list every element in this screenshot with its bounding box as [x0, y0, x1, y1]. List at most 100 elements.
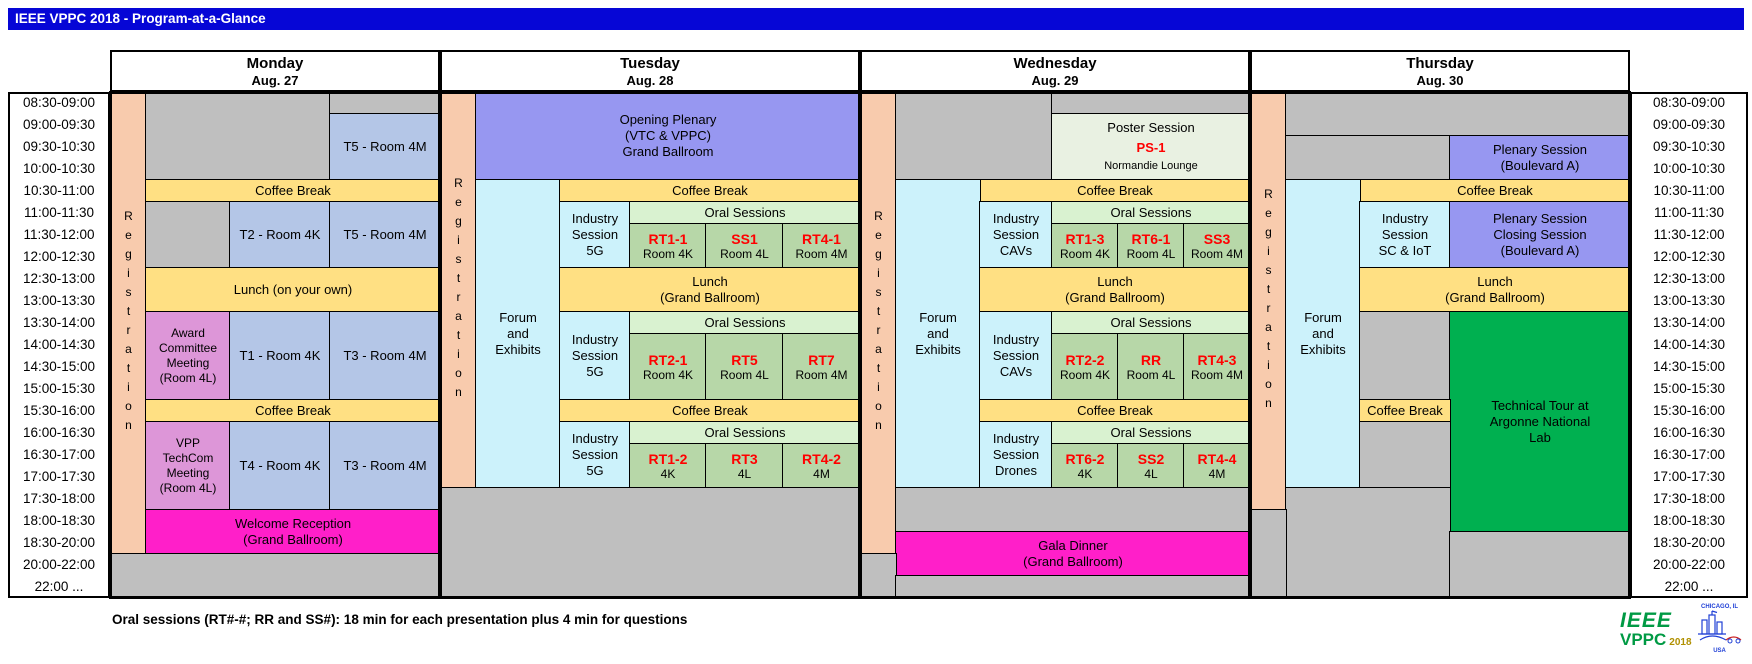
session-code: SS2: [1137, 450, 1165, 467]
empty-slot: [1285, 135, 1451, 181]
time-slot: 14:00-14:30: [1652, 337, 1726, 352]
time-slot: 17:00-17:30: [22, 469, 96, 484]
thursday-technical-tour: Technical Tour at Argonne National Lab: [1449, 311, 1631, 533]
monday-registration: Registration: [109, 91, 147, 555]
empty-slot: [145, 201, 231, 269]
session-room: Room 4L: [1126, 367, 1176, 382]
monday-tutorial-t5-am: T5 - Room 4M: [329, 113, 441, 181]
time-slot: 08:30-09:00: [22, 95, 96, 110]
wednesday-lunch: Lunch (Grand Ballroom): [979, 267, 1251, 313]
time-slot: 14:30-15:00: [1652, 359, 1726, 374]
tuesday-industry-session-am: Industry Session 5G: [559, 201, 631, 269]
time-slot: 13:00-13:30: [1652, 293, 1726, 308]
time-slot: 13:30-14:00: [22, 315, 96, 330]
time-slot: 18:00-18:30: [22, 513, 96, 528]
session-room: 4K: [1077, 466, 1093, 481]
session-rt6-2: RT6-2 4K: [1051, 443, 1119, 489]
session-room: Room 4K: [642, 367, 694, 382]
poster-room: Normandie Lounge: [1104, 160, 1198, 173]
day-header-tuesday: Tuesday Aug. 28: [440, 50, 860, 92]
wednesday-gala-dinner: Gala Dinner (Grand Ballroom): [895, 531, 1251, 577]
session-room: Room 4M: [1190, 246, 1243, 261]
day-date: Aug. 29: [1031, 72, 1079, 88]
time-slot: 15:30-16:00: [1652, 403, 1726, 418]
session-code: RT6-2: [1065, 450, 1105, 467]
empty-slot: [109, 553, 441, 599]
session-rt4-3: RT4-3 Room 4M: [1183, 333, 1251, 401]
day-date: Aug. 27: [251, 72, 299, 88]
session-room: 4M: [1208, 466, 1226, 481]
session-rt2-1: RT2-1 Room 4K: [629, 333, 707, 401]
session-code: RT4-4: [1197, 450, 1237, 467]
session-rt1-3: RT1-3 Room 4K: [1051, 223, 1119, 269]
session-rr: RR Room 4L: [1117, 333, 1185, 401]
session-rt4-1: RT4-1 Room 4M: [782, 223, 861, 269]
poster-title: Poster Session: [1107, 119, 1195, 135]
session-code: RT1-1: [648, 230, 688, 247]
monday-tutorial-t3-eve: T3 - Room 4M: [329, 421, 441, 511]
monday-welcome-reception: Welcome Reception (Grand Ballroom): [145, 509, 441, 555]
day-name: Wednesday: [1013, 54, 1097, 72]
monday-tutorial-t5-noon: T5 - Room 4M: [329, 201, 441, 269]
time-slot: 14:00-14:30: [22, 337, 96, 352]
time-slot: 11:00-11:30: [1653, 205, 1725, 220]
tuesday-lunch: Lunch (Grand Ballroom): [559, 267, 861, 313]
session-rt1-2: RT1-2 4K: [629, 443, 707, 489]
session-code: RT3: [731, 450, 758, 467]
time-slot: 09:00-09:30: [1652, 117, 1726, 132]
title-bar: IEEE VPPC 2018 - Program-at-a-Glance: [8, 8, 1744, 30]
time-column-right: 08:30-09:00 09:00-09:30 09:30-10:30 10:0…: [1630, 92, 1748, 598]
thursday-industry-session: Industry Session SC & IoT: [1359, 201, 1451, 269]
tuesday-industry-session-pm: Industry Session 5G: [559, 311, 631, 401]
wednesday-poster-session: Poster Session PS-1 Normandie Lounge: [1051, 113, 1251, 181]
session-code: RT4-1: [802, 230, 841, 247]
poster-code: PS-1: [1136, 140, 1166, 156]
monday-coffee-break-pm: Coffee Break: [145, 399, 441, 423]
session-rt7: RT7 Room 4M: [782, 333, 861, 401]
wednesday-industry-session-eve: Industry Session Drones: [979, 421, 1053, 489]
conference-logo: IEEE VPPC 2018 CHICAGO, IL USA: [1620, 598, 1750, 660]
empty-slot: [1359, 311, 1451, 401]
time-slot: 11:30-12:00: [1653, 227, 1725, 242]
time-slot: 20:00-22:00: [22, 557, 96, 572]
session-code: RT5: [731, 351, 758, 368]
time-slot: 10:30-11:00: [23, 183, 95, 198]
session-code: SS1: [731, 230, 758, 247]
monday-vpp-techcom-meeting: VPP TechCom Meeting (Room 4L): [145, 421, 231, 511]
wednesday-oral-sessions-header-eve: Oral Sessions: [1051, 421, 1251, 445]
session-code: RT1-3: [1065, 230, 1105, 247]
thursday-coffee-break-pm: Coffee Break: [1359, 399, 1451, 423]
time-slot: 15:00-15:30: [22, 381, 96, 396]
empty-slot: [145, 91, 331, 181]
session-rt1-1: RT1-1 Room 4K: [629, 223, 707, 269]
monday-lunch: Lunch (on your own): [145, 267, 441, 313]
time-slot: 11:00-11:30: [23, 205, 95, 220]
time-slot: 17:30-18:00: [22, 491, 96, 506]
session-code: RT2-2: [1065, 351, 1105, 368]
thursday-coffee-break-am: Coffee Break: [1359, 179, 1631, 203]
time-slot: 09:00-09:30: [22, 117, 96, 132]
wednesday-industry-session-pm: Industry Session CAVs: [979, 311, 1053, 401]
wednesday-forum-and-exhibits: Forum and Exhibits: [895, 179, 981, 489]
tuesday-oral-sessions-header-eve: Oral Sessions: [629, 421, 861, 445]
session-rt2-2: RT2-2 Room 4K: [1051, 333, 1119, 401]
time-slot: 16:30-17:00: [22, 447, 96, 462]
logo-year: 2018: [1669, 637, 1692, 648]
session-room: Room 4M: [795, 246, 848, 261]
logo-city: CHICAGO, IL: [1701, 604, 1739, 610]
session-rt3: RT3 4L: [705, 443, 784, 489]
time-slot: 20:00-22:00: [1652, 557, 1726, 572]
time-slot: 17:00-17:30: [1652, 469, 1726, 484]
tuesday-coffee-break-pm: Coffee Break: [559, 399, 861, 423]
day-header-thursday: Thursday Aug. 30: [1250, 50, 1630, 92]
logo-country: USA: [1713, 648, 1726, 654]
tuesday-forum-and-exhibits: Forum and Exhibits: [475, 179, 561, 489]
wednesday-oral-sessions-header-am: Oral Sessions: [1051, 201, 1251, 225]
session-code: RT7: [808, 351, 835, 368]
empty-slot: [895, 487, 1251, 533]
time-slot: 22:00 ...: [34, 579, 84, 594]
session-code: RT4-2: [802, 450, 841, 467]
time-slot: 13:00-13:30: [22, 293, 96, 308]
session-code: RT2-1: [648, 351, 688, 368]
wednesday-coffee-break-am: Coffee Break: [979, 179, 1251, 203]
